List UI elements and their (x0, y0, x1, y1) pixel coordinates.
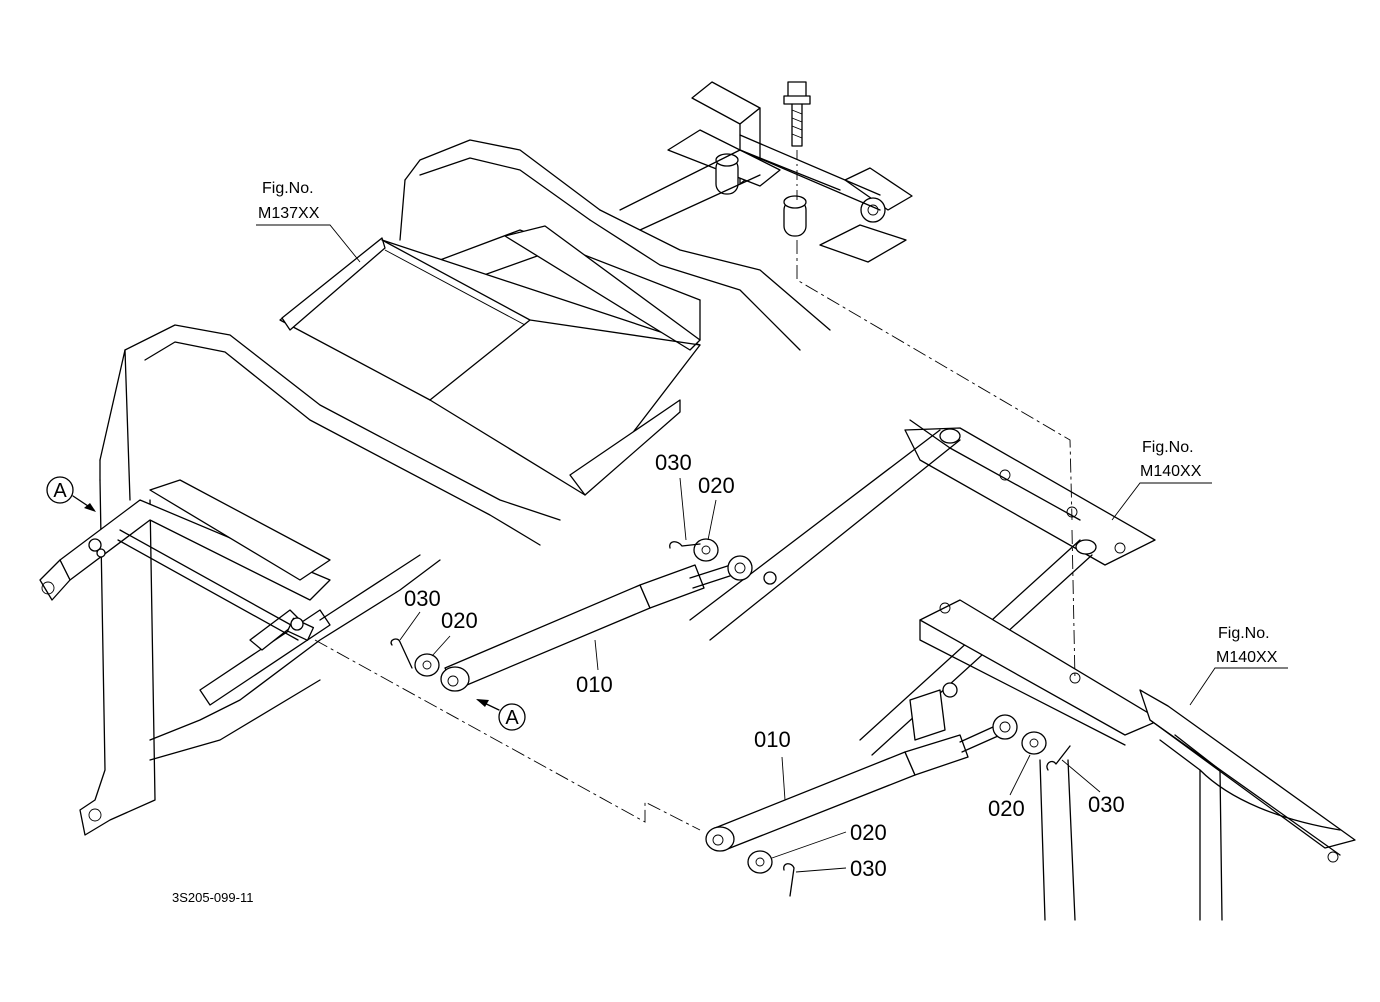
ref-mark-text: A (505, 707, 519, 729)
label-020: 020 (441, 608, 478, 633)
upper-mount-bracket (667, 81, 913, 263)
fig-ref-m137xx: Fig.No. M137XX (256, 180, 361, 263)
gas-spring-upper (440, 555, 777, 692)
label-030: 030 (850, 856, 887, 881)
reference-mark-a-right: A (476, 699, 526, 731)
right-frame (689, 419, 1356, 921)
fig-ref-line2: M137XX (258, 205, 320, 222)
label-020: 020 (698, 473, 735, 498)
reference-mark-a-left: A (46, 476, 96, 512)
fig-ref-line1: Fig.No. (262, 180, 314, 197)
label-010: 010 (754, 727, 791, 752)
cotter-pin (390, 541, 1071, 897)
fig-ref-line2: M140XX (1216, 649, 1278, 666)
gas-spring-lower (705, 714, 1018, 852)
ref-mark-text: A (53, 480, 67, 502)
label-030: 030 (1088, 792, 1125, 817)
label-030: 030 (404, 586, 441, 611)
fig-ref-m140xx-lower: Fig.No. M140XX (1189, 625, 1288, 706)
catalog-number: 3S205-099-11 (172, 890, 253, 905)
label-020: 020 (988, 796, 1025, 821)
part-labels: 030 020 030 020 010 010 020 030 020 030 (399, 450, 1125, 881)
floor-plate (279, 225, 701, 496)
label-020: 020 (850, 820, 887, 845)
fig-ref-m140xx-upper: Fig.No. M140XX (1111, 439, 1212, 521)
left-frame (39, 324, 561, 836)
center-lines (314, 240, 1076, 831)
label-010: 010 (576, 672, 613, 697)
fig-ref-line1: Fig.No. (1218, 625, 1270, 642)
washer (414, 538, 1047, 874)
fig-ref-line1: Fig.No. (1142, 439, 1194, 456)
label-030: 030 (655, 450, 692, 475)
bolt (783, 81, 811, 200)
fig-ref-line2: M140XX (1140, 463, 1202, 480)
